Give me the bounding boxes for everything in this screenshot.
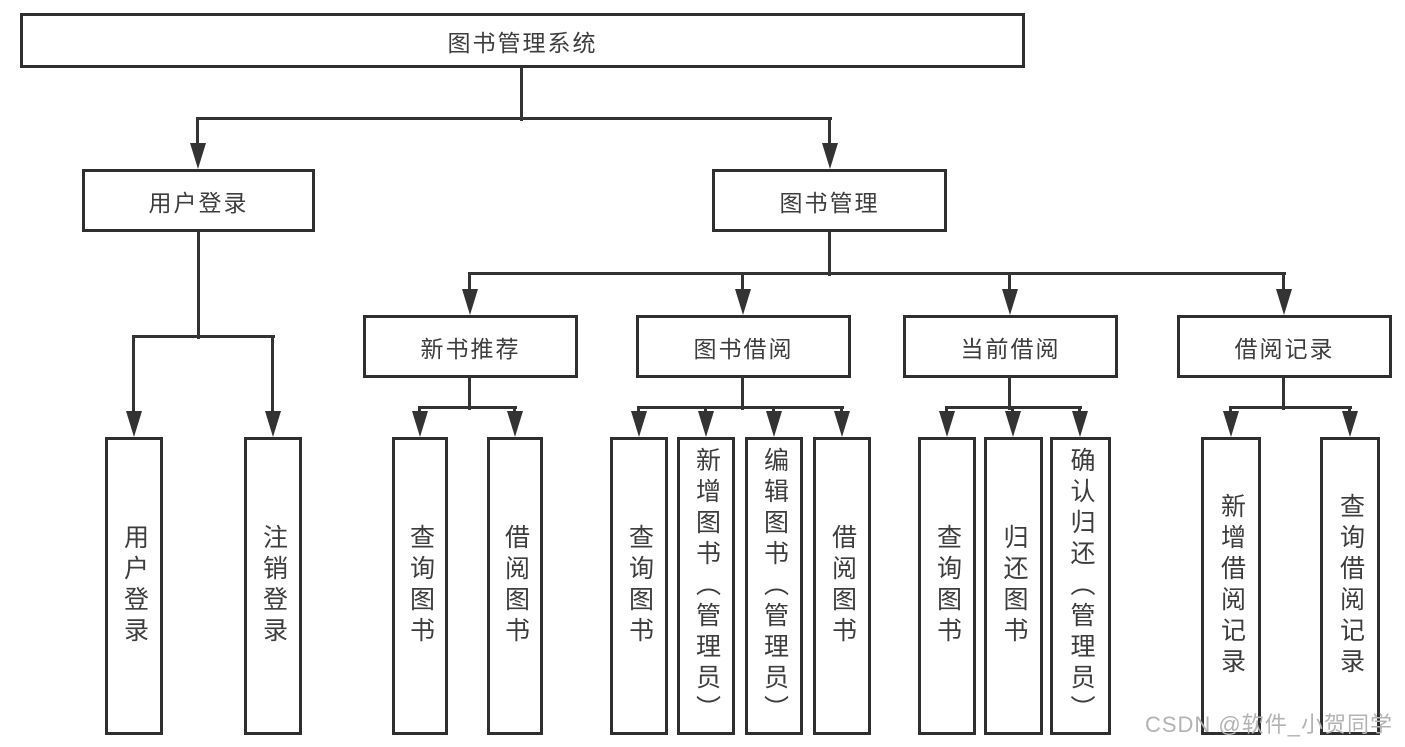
- connector-line: [132, 335, 275, 338]
- connector-line: [1008, 378, 1011, 410]
- connector-line: [828, 232, 831, 276]
- arrow-down-icon: [1005, 411, 1021, 437]
- connector-line: [468, 273, 471, 293]
- connector-line: [196, 117, 832, 120]
- connector-line: [741, 378, 744, 410]
- arrow-down-icon: [507, 411, 523, 437]
- arrow-down-icon: [735, 289, 751, 315]
- node-leaf-edit-books-admin: 编辑图书（管理员）: [745, 437, 803, 735]
- arrow-down-icon: [766, 411, 782, 437]
- node-leaf-query-borrow-record: 查询借阅记录: [1320, 437, 1380, 735]
- node-leaf-borrow-books-borrowing: 借阅图书: [813, 437, 871, 735]
- node-current-borrowing: 当前借阅: [903, 315, 1118, 378]
- connector-line: [1282, 273, 1285, 293]
- arrow-down-icon: [698, 411, 714, 437]
- arrow-down-icon: [1342, 411, 1358, 437]
- node-borrowing-records: 借阅记录: [1177, 315, 1392, 378]
- node-leaf-query-books-recommend: 查询图书: [392, 437, 448, 735]
- arrow-down-icon: [822, 143, 838, 169]
- arrow-down-icon: [412, 411, 428, 437]
- connector-line: [196, 118, 199, 147]
- node-leaf-query-books-current: 查询图书: [918, 437, 976, 735]
- arrow-down-icon: [462, 289, 478, 315]
- connector-line: [1008, 273, 1011, 293]
- node-leaf-logout: 注销登录: [244, 437, 302, 735]
- connector-line: [828, 118, 831, 147]
- node-leaf-borrow-books-recommend: 借阅图书: [487, 437, 543, 735]
- node-leaf-confirm-return-admin: 确认归还（管理员）: [1050, 437, 1111, 735]
- arrow-down-icon: [939, 411, 955, 437]
- arrow-down-icon: [126, 411, 142, 437]
- node-user-login: 用户登录: [82, 169, 315, 232]
- arrow-down-icon: [834, 411, 850, 437]
- connector-line: [1282, 378, 1285, 410]
- node-root: 图书管理系统: [20, 13, 1025, 68]
- connector-line: [197, 232, 200, 339]
- watermark: CSDN @软件_小贺同学: [1144, 712, 1393, 737]
- node-leaf-query-books-borrowing: 查询图书: [610, 437, 668, 735]
- arrow-down-icon: [265, 411, 281, 437]
- connector-line: [520, 68, 523, 121]
- node-leaf-add-borrow-record: 新增借阅记录: [1201, 437, 1261, 735]
- node-book-borrowing: 图书借阅: [636, 315, 851, 378]
- arrow-down-icon: [1072, 411, 1088, 437]
- arrow-down-icon: [190, 143, 206, 169]
- arrow-down-icon: [1276, 289, 1292, 315]
- connector-line: [637, 406, 844, 409]
- node-leaf-add-books-admin: 新增图书（管理员）: [677, 437, 735, 735]
- arrow-down-icon: [1002, 289, 1018, 315]
- connector-line: [271, 336, 274, 415]
- connector-line: [418, 406, 517, 409]
- node-new-book-recommend: 新书推荐: [363, 315, 578, 378]
- node-book-management: 图书管理: [712, 169, 947, 232]
- connector-line: [1229, 406, 1352, 409]
- node-leaf-return-books: 归还图书: [984, 437, 1043, 735]
- arrow-down-icon: [1223, 411, 1239, 437]
- arrow-down-icon: [631, 411, 647, 437]
- connector-line: [468, 378, 471, 410]
- node-leaf-user-login: 用户登录: [105, 437, 163, 735]
- connector-line: [132, 336, 135, 415]
- connector-line: [468, 272, 1286, 275]
- connector-line: [741, 273, 744, 293]
